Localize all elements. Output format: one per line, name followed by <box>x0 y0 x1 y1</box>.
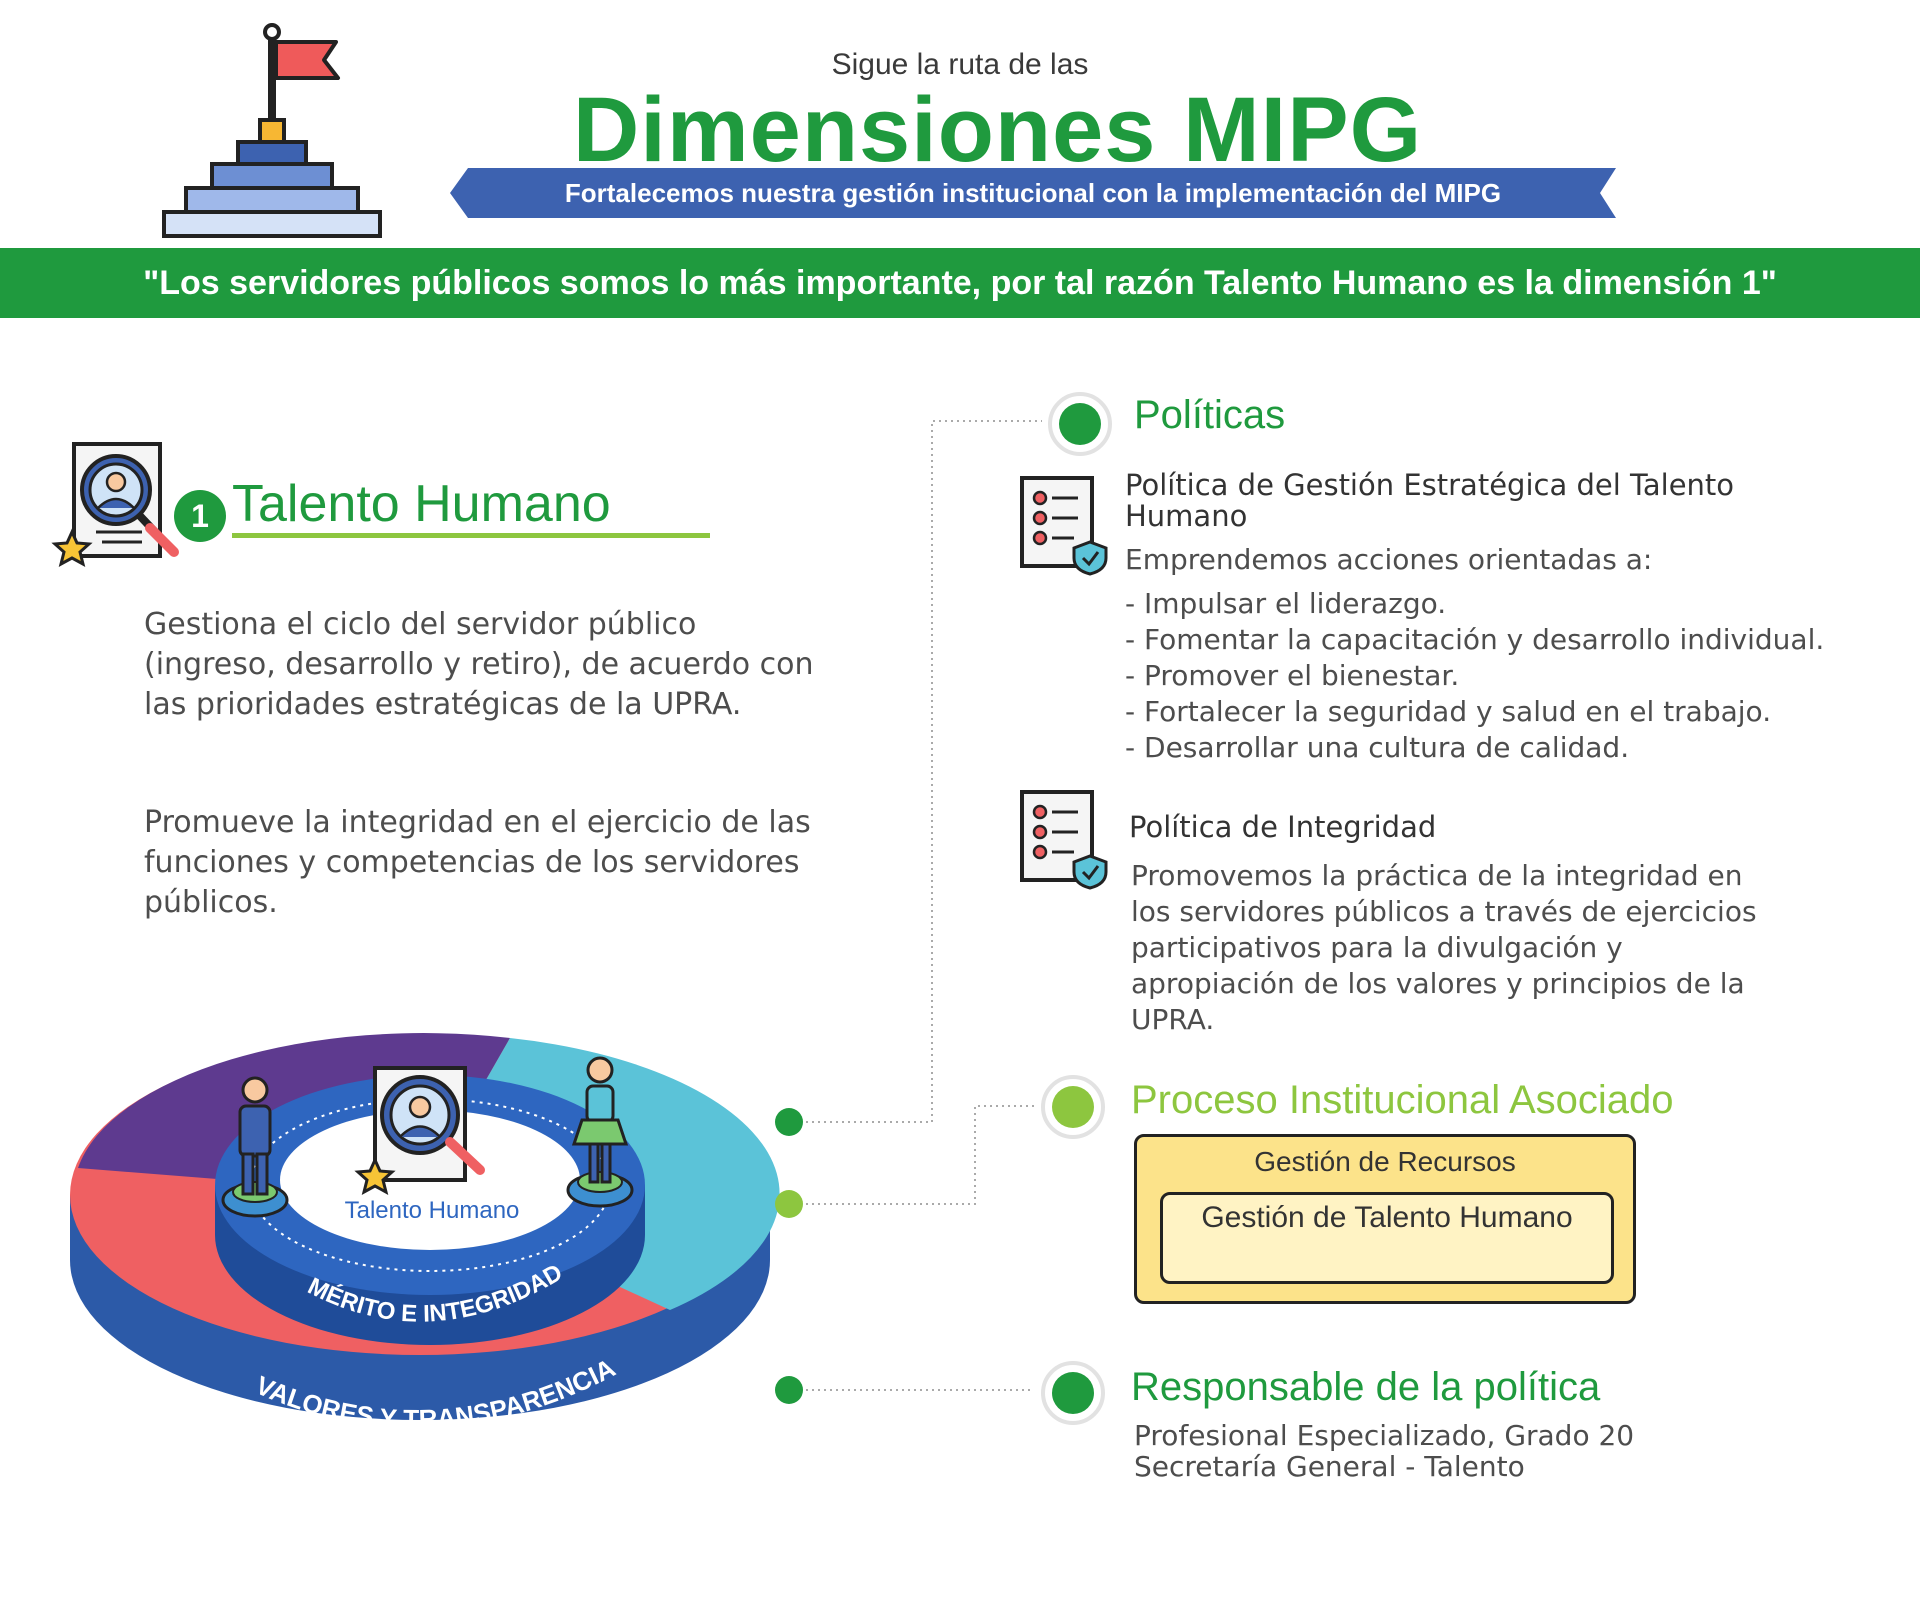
policy2-body: Promovemos la práctica de la integridad … <box>1131 859 1757 1036</box>
process-inner-label: Gestión de Talento Humano <box>1201 1201 1573 1234</box>
connector-dot-2 <box>775 1190 803 1218</box>
politicas-bullet <box>1059 403 1101 445</box>
responsable-body: Profesional Especializado, Grado 20 Secr… <box>1134 1419 1635 1483</box>
politicas-title: Políticas <box>1134 393 1286 437</box>
checklist-shield-icon <box>1020 476 1108 576</box>
title-underline <box>232 533 710 538</box>
list-item: - Promover el bienestar. <box>1125 659 1460 692</box>
connector-dot-3 <box>775 1376 803 1404</box>
process-outer-label: Gestión de Recursos <box>1254 1146 1516 1177</box>
subtitle-ribbon <box>450 168 1616 218</box>
responsable-title: Responsable de la política <box>1131 1365 1601 1409</box>
policy1-list: - Impulsar el liderazgo. - Fomentar la c… <box>1125 586 1824 766</box>
person-icon <box>241 1076 269 1104</box>
dimension-ring-diagram: Talento Humano MÉRITO E INTEGRIDAD VALOR… <box>70 1033 780 1434</box>
process-inner-box <box>1160 1192 1614 1284</box>
proceso-title: Proceso Institucional Asociado <box>1131 1078 1674 1122</box>
quote-band <box>0 248 1920 318</box>
proceso-bullet <box>1052 1086 1094 1128</box>
policy2-title: Política de Integridad <box>1129 810 1437 844</box>
checklist-shield-icon <box>1020 790 1108 890</box>
dimension-description-2: Promueve la integridad en el ejercicio d… <box>144 805 811 920</box>
policy1-intro: Emprendemos acciones orientadas a: <box>1125 543 1653 576</box>
dimension-description-1: Gestiona el ciclo del servidor público (… <box>144 607 814 722</box>
connector-dot-1 <box>775 1108 803 1136</box>
subtitle: Fortalecemos nuestra gestión institucion… <box>564 178 1502 208</box>
page-title: Dimensiones MIPG <box>572 79 1423 181</box>
pre-title: Sigue la ruta de las <box>831 48 1089 81</box>
quote-text: "Los servidores públicos somos lo más im… <box>143 264 1777 302</box>
profile-search-icon <box>51 442 179 567</box>
dimension-title: Talento Humano <box>232 475 611 533</box>
list-item: - Fortalecer la seguridad y salud en el … <box>1125 695 1772 728</box>
list-item: - Fomentar la capacitación y desarrollo … <box>1125 623 1825 656</box>
flag-pyramid-icon <box>162 23 382 238</box>
list-item: - Impulsar el liderazgo. <box>1125 587 1447 620</box>
dimension-number-badge: 1 <box>174 490 226 542</box>
diagram-center-label: Talento Humano <box>345 1197 520 1224</box>
list-item: - Desarrollar una cultura de calidad. <box>1125 731 1630 764</box>
responsable-bullet <box>1052 1372 1094 1414</box>
policy1-title: Política de Gestión Estratégica del Tale… <box>1125 468 1735 533</box>
